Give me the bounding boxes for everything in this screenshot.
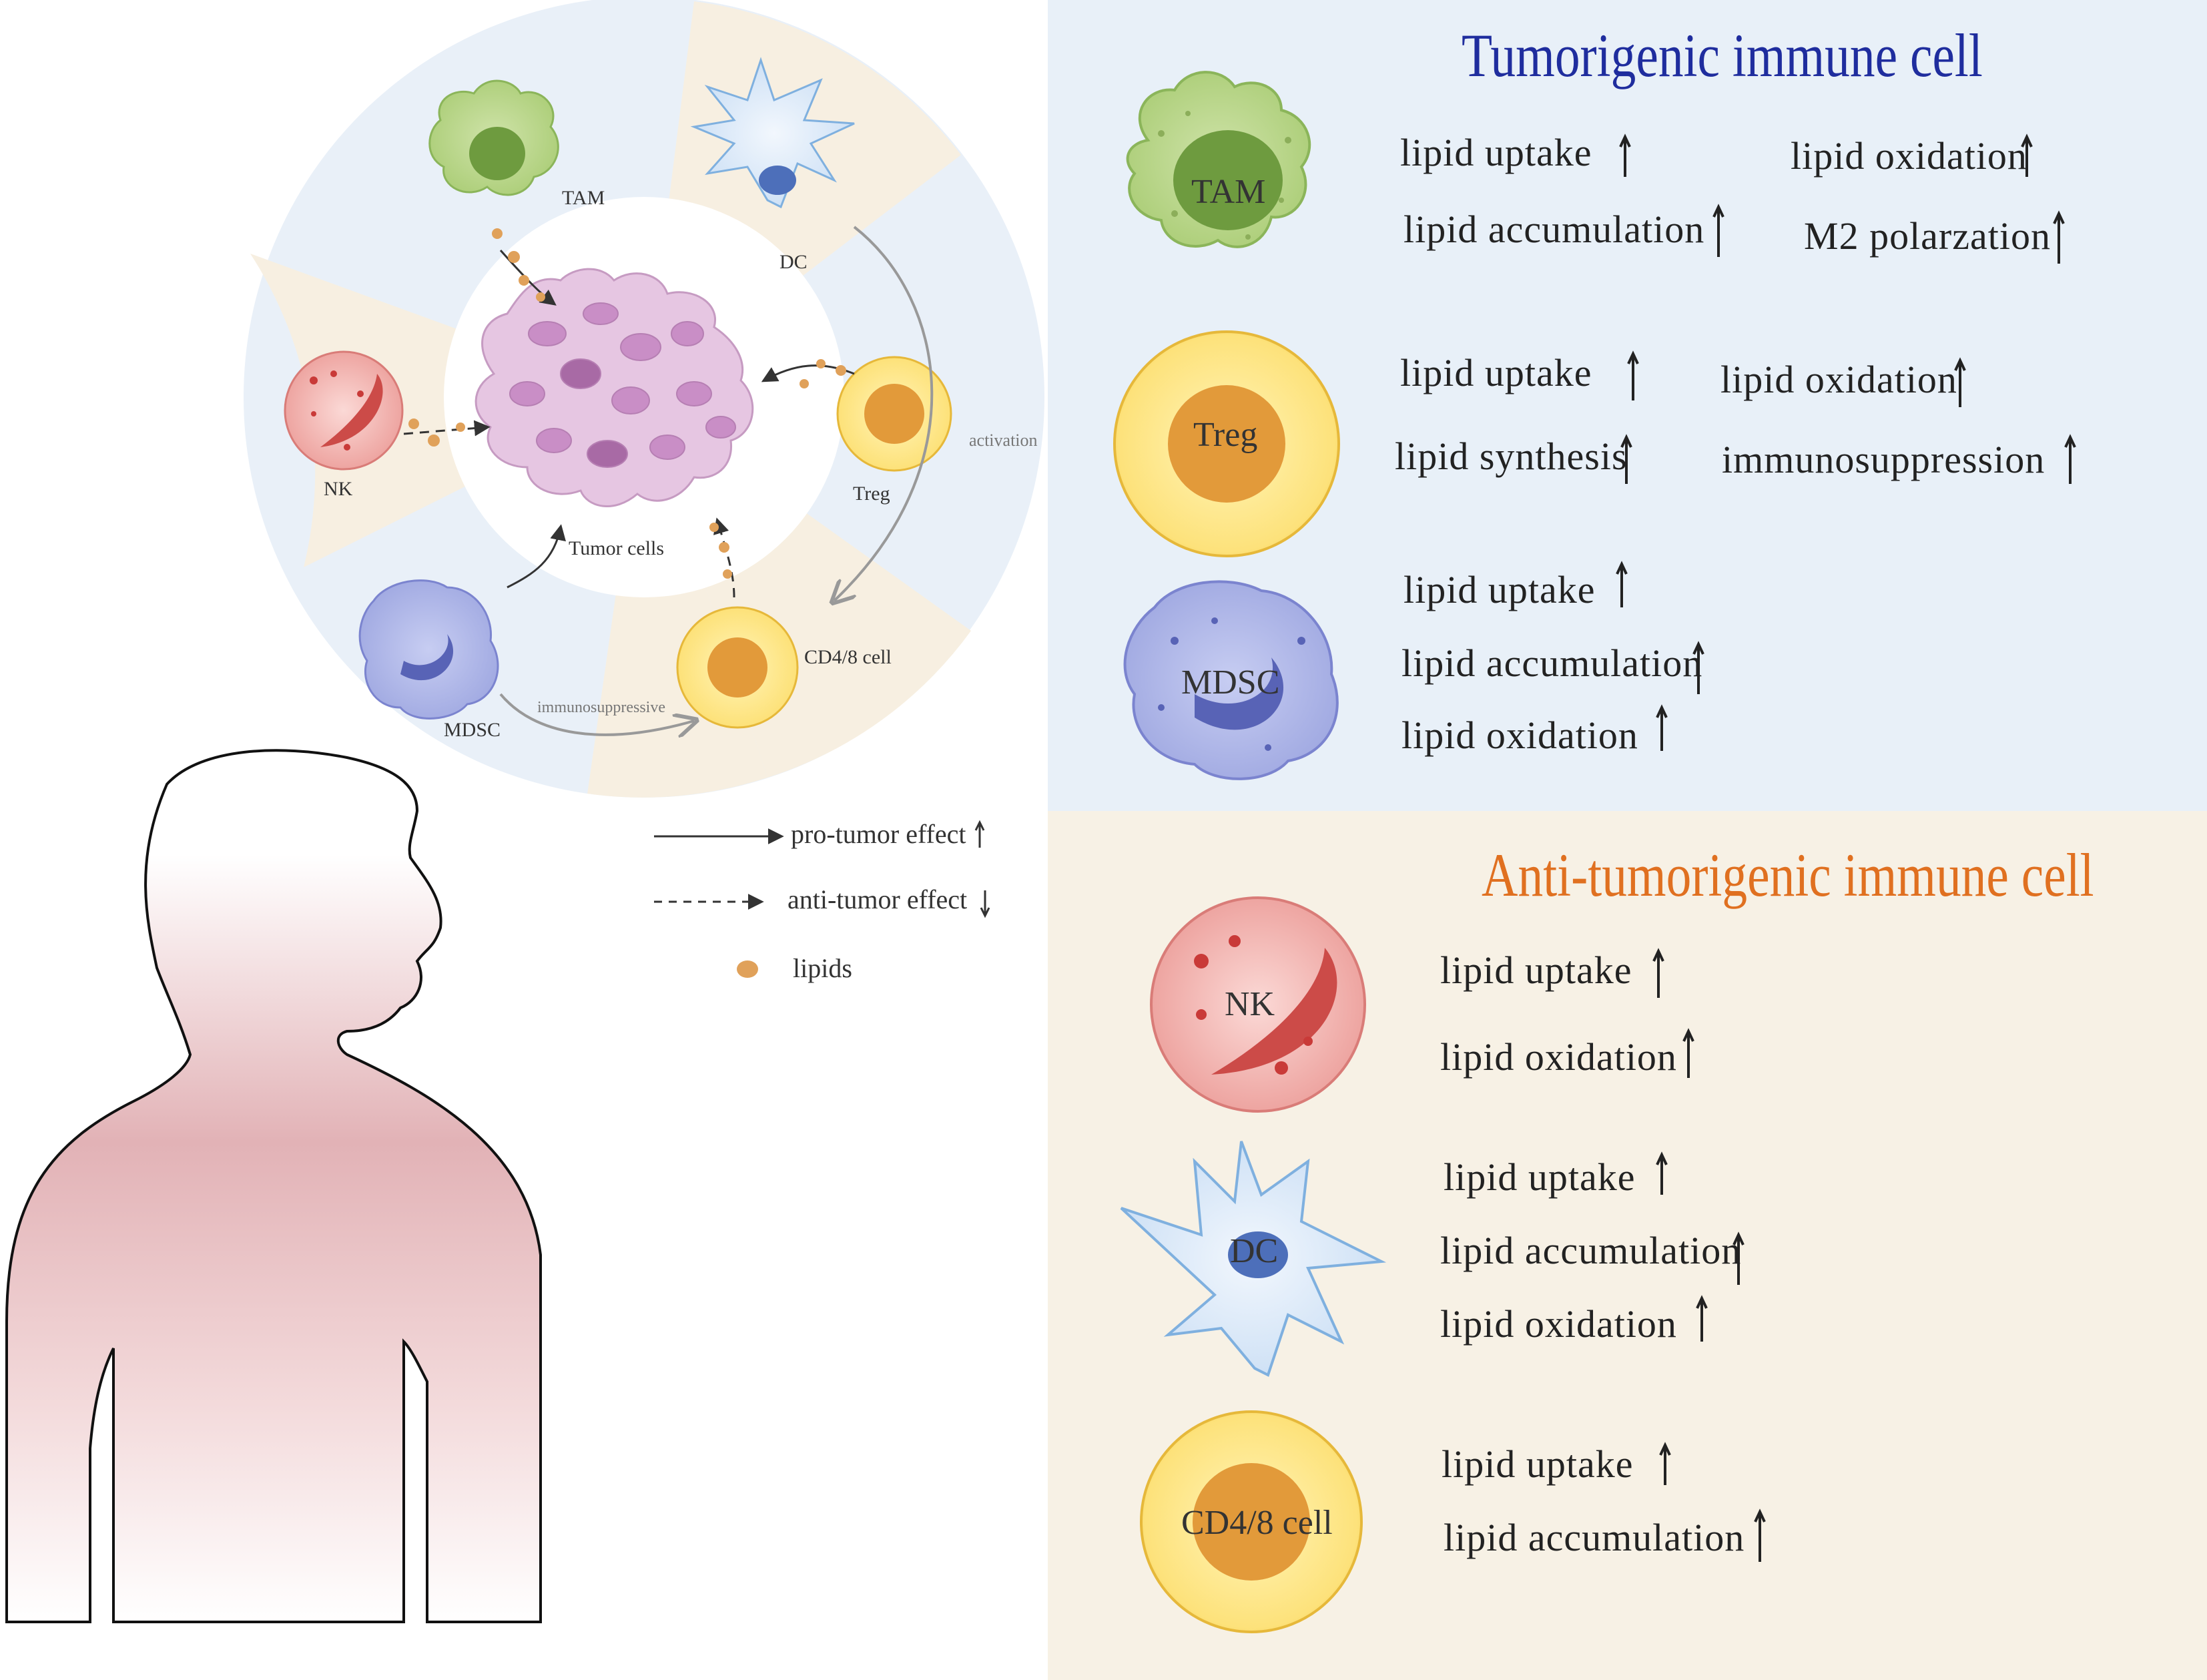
tumorigenic-title: Tumorigenic immune cell xyxy=(1462,21,1983,89)
circle-label-dc: DC xyxy=(779,251,808,273)
treg-cell-large xyxy=(1113,330,1340,557)
dc-cell-large xyxy=(1120,1141,1387,1377)
large-label-treg: Treg xyxy=(1193,416,1258,454)
lipid-dots xyxy=(408,228,846,579)
legend-graphics xyxy=(654,820,990,978)
tam-prop-oxidation: lipid oxidation xyxy=(1791,134,2027,178)
anti-tumorigenic-title: Anti-tumorigenic immune cell xyxy=(1482,841,2094,909)
circle-label-cd48: CD4/8 cell xyxy=(804,646,892,668)
treg-cell-small xyxy=(836,356,952,472)
circle-label-tam: TAM xyxy=(562,187,605,209)
tam-cell-large xyxy=(1126,71,1311,248)
nk-prop-oxidation: lipid oxidation xyxy=(1440,1035,1677,1079)
nk-cell-large xyxy=(1150,896,1366,1113)
large-label-dc: DC xyxy=(1230,1232,1279,1270)
tam-prop-m2: M2 polarzation xyxy=(1804,214,2051,258)
mdsc-prop-uptake: lipid uptake xyxy=(1403,568,1596,611)
mdsc-cell-large xyxy=(1123,580,1339,780)
treg-prop-immunosuppression: immunosuppression xyxy=(1722,438,2045,481)
treg-prop-uptake: lipid uptake xyxy=(1400,351,1592,394)
large-label-tam: TAM xyxy=(1191,173,1266,211)
dc-prop-oxidation: lipid oxidation xyxy=(1440,1302,1677,1346)
cd48-cell-large xyxy=(1140,1410,1363,1633)
nk-cell-small xyxy=(284,350,404,471)
circle-label-tumor-cells: Tumor cells xyxy=(569,537,665,559)
mdsc-prop-oxidation: lipid oxidation xyxy=(1401,714,1638,757)
large-label-mdsc: MDSC xyxy=(1181,663,1280,702)
circle-label-treg: Treg xyxy=(853,483,890,505)
treg-prop-synthesis: lipid synthesis xyxy=(1395,435,1628,478)
arrow-label-activation: activation xyxy=(969,431,1038,450)
mdsc-cell-small xyxy=(358,579,499,720)
cd48-prop-uptake: lipid uptake xyxy=(1442,1442,1634,1486)
tam-prop-uptake: lipid uptake xyxy=(1400,131,1592,174)
dc-prop-accumulation: lipid accumulation xyxy=(1440,1229,1742,1272)
arrow-label-immunosuppressive: immunosuppressive xyxy=(537,699,665,716)
tumor-cells-cluster xyxy=(475,268,754,507)
treg-prop-oxidation: lipid oxidation xyxy=(1720,358,1957,401)
large-label-cd48: CD4/8 cell xyxy=(1181,1504,1333,1542)
dc-cell-small xyxy=(690,57,855,209)
circle-label-nk: NK xyxy=(324,478,353,500)
cd48-cell-small xyxy=(676,606,799,729)
up-arrows xyxy=(1616,133,2076,1562)
legend-lipids: lipids xyxy=(793,953,852,983)
large-label-nk: NK xyxy=(1225,985,1275,1023)
cd48-prop-accumulation: lipid accumulation xyxy=(1444,1516,1745,1559)
circle-label-mdsc: MDSC xyxy=(444,719,501,741)
dc-prop-uptake: lipid uptake xyxy=(1444,1155,1636,1199)
legend-anti-tumor: anti-tumor effect xyxy=(787,884,968,914)
legend-pro-tumor: pro-tumor effect xyxy=(791,819,966,849)
mdsc-prop-accumulation: lipid accumulation xyxy=(1401,641,1703,685)
person-silhouette xyxy=(5,749,542,1623)
tam-prop-accumulation: lipid accumulation xyxy=(1403,208,1705,251)
tam-cell-small xyxy=(428,79,559,196)
nk-prop-uptake: lipid uptake xyxy=(1440,948,1632,992)
